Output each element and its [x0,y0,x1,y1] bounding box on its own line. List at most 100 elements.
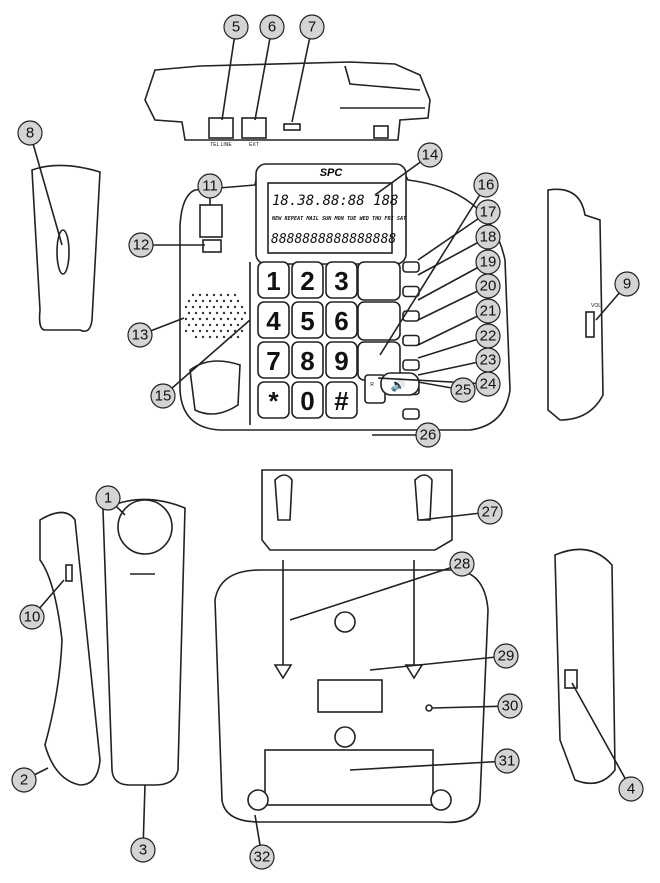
base-right-side [547,188,604,421]
key-3 [325,261,358,299]
callout-number: 3 [139,842,147,859]
callout-number: 31 [499,753,516,770]
callout-17: 17 [475,199,501,225]
callout-number: 6 [268,19,276,36]
callout-10: 10 [19,604,45,630]
callout-number: 8 [26,125,34,142]
leader-line-8 [29,132,63,246]
callout-26: 26 [415,422,441,448]
key-8 [291,341,324,379]
key-label: 0 [300,386,314,416]
callout-number: 10 [24,609,41,626]
callout-15: 15 [150,383,176,409]
key-label: # [334,386,349,416]
key-label: 5 [300,306,314,336]
callout-number: 9 [623,276,631,293]
base-side-view-bottom [554,548,616,785]
callout-14: 14 [417,142,443,168]
key-label: 1 [266,266,280,296]
leader-line-6 [254,26,273,121]
callout-number: 27 [482,504,499,521]
leader-line-30 [431,705,511,709]
callout-number: 11 [202,178,218,195]
ringer-switch [283,123,301,131]
callout-number: 7 [308,19,316,36]
handset-profile [39,511,101,786]
tel-line-label: TEL LINE [210,142,232,148]
leader-line-18 [417,236,489,276]
callout-27: 27 [477,499,503,525]
callout-number: 19 [480,254,497,271]
callout-number: 26 [420,427,437,444]
recall-label: R [370,382,374,388]
leader-line-28 [289,563,463,621]
callout-number: 1 [104,490,112,507]
ext-label: EXT [249,142,259,148]
base-top-view: SPC 18.38.88:88 188 NEW REPEAT MAIL SUN … [179,163,511,431]
key-7 [257,341,290,379]
key-* [257,381,290,419]
callout-19: 19 [475,249,501,275]
function-key [402,310,420,322]
key-label: 3 [334,266,348,296]
speaker-grille [184,293,247,339]
leader-line-17 [417,211,489,261]
callout-number: 13 [132,327,149,344]
leader-line-16 [379,184,487,356]
lcd-display [267,182,393,254]
key-1 [257,261,290,299]
ext-port [241,117,267,139]
brand-logo: SPC [320,167,344,179]
callout-12: 12 [128,232,154,258]
callout-number: 22 [480,328,497,345]
callout-number: 29 [498,648,515,665]
key-0 [291,381,324,419]
key-2 [291,261,324,299]
key-label: 9 [334,346,348,376]
leader-line-7 [291,26,313,123]
key-label: 8 [300,346,314,376]
callout-number: 5 [232,19,240,36]
leader-line-21 [417,310,489,346]
callout-number: 32 [254,849,271,866]
callout-16: 16 [473,172,499,198]
callout-number: 30 [502,698,519,715]
key-label: 7 [266,346,280,376]
key-4 [257,301,290,339]
callout-3: 3 [130,837,156,863]
tel-line-port [208,117,234,139]
leader-line-15 [162,319,251,397]
callout-1: 1 [95,485,121,511]
lcd-bottom-line: 8888888888888888 [271,232,396,247]
callout-30: 30 [497,693,523,719]
callout-7: 7 [299,14,325,40]
callout-9: 9 [614,271,640,297]
callout-number: 15 [155,388,172,405]
callout-number: 4 [627,781,635,798]
lcd-status-words: NEW REPEAT MAIL SUN MON TUE WED THU FRI … [271,216,407,222]
callout-number: 2 [20,772,28,789]
leader-line-4 [571,682,632,790]
callout-number: 16 [478,177,495,194]
callout-6: 6 [259,14,285,40]
key-9 [325,341,358,379]
callout-number: 28 [454,556,471,573]
callout-8: 8 [17,120,43,146]
key-label: * [268,386,279,416]
lcd-top-line: 18.38.88:88 188 [272,193,398,209]
callout-21: 21 [475,298,501,324]
callout-5: 5 [223,14,249,40]
leader-line-31 [349,760,508,771]
hook-switch [199,204,223,238]
callout-20: 20 [475,273,501,299]
key-6 [325,301,358,339]
callout-2: 2 [11,767,37,793]
callout-23: 23 [475,347,501,373]
function-key [402,334,420,347]
callout-18: 18 [475,224,501,250]
leader-line-20 [417,285,489,321]
leader-line-5 [221,26,237,121]
function-key [402,261,420,273]
callout-number: 12 [133,237,150,254]
